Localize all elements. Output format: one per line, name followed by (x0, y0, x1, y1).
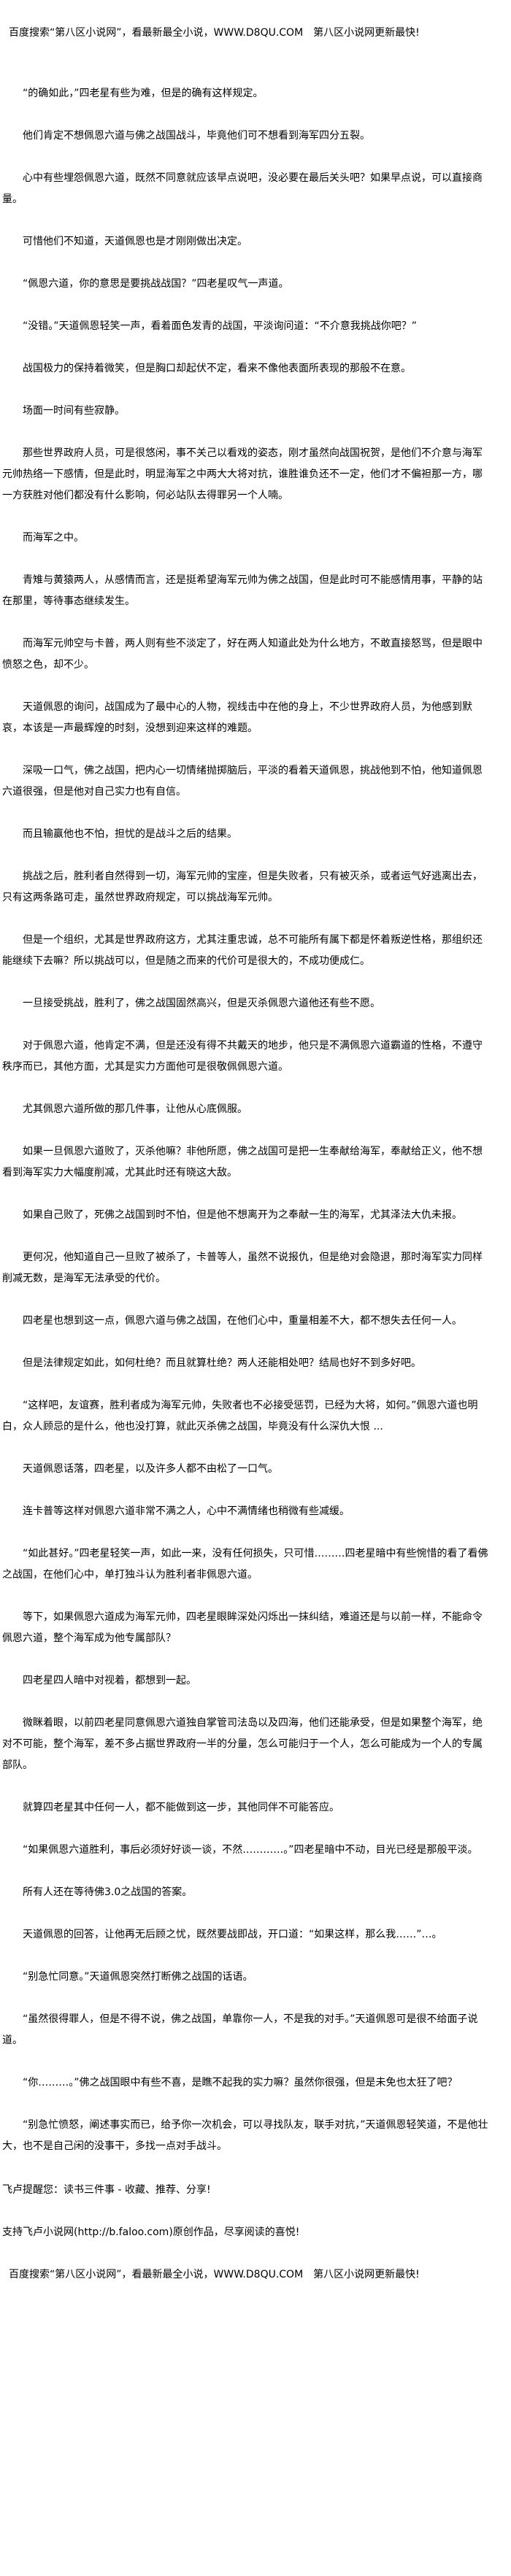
paragraph: 场面一时间有些寂静。 (23, 405, 125, 417)
paragraph: 但是一个组织，尤其是世界政府这方，尤其注重忠诚，总不可能所有属下都是怀着叛逆性格… (2, 934, 483, 967)
paragraph: 如果一旦佩恩六道败了，灭杀他嘛？非他所愿，佛之战国可是把一生奉献给海军，奉献给正… (2, 1146, 483, 1179)
paragraph: 所有人还在等待佛3.0之战国的答案。 (23, 1886, 193, 1898)
paragraph: 一旦接受挑战，胜利了，佛之战国固然高兴，但是灭杀佩恩六道他还有些不愿。 (23, 998, 380, 1009)
paragraph: 他们肯定不想佩恩六道与佛之战国战斗，毕竟他们可不想看到海军四分五裂。 (23, 130, 370, 142)
paragraph: 天道佩恩话落，四老星，以及许多人都不由松了一口气。 (23, 1463, 278, 1475)
paragraph: 心中有些埋怨佩恩六道，既然不同意就应该早点说吧，没必要在最后关头吧？如果早点说，… (2, 172, 483, 205)
paragraph: 连卡普等这样对佩恩六道非常不满之人，心中不满情绪也稍微有些减缓。 (23, 1505, 350, 1517)
paragraph: 更何况，他知道自己一旦败了被杀了，卡普等人，虽然不说报仇，但是绝对会隐退，那时海… (2, 1252, 483, 1284)
paragraph: 而海军元帅空与卡普，两人则有些不淡定了，好在两人知道此处为什么地方，不敢直接怒骂… (2, 638, 483, 671)
chapter-page: 百度搜索“第八区小说网”，看最新最全小说，WWW.D8QU.COM 第八区小说网… (2, 27, 488, 2280)
paragraph: 青雉与黄猿两人，从感情而言，还是挺希望海军元帅为佛之战国，但是此时可不能感情用事… (2, 574, 483, 607)
paragraph: 深吸一口气，佛之战国，把内心一切情绪抛掷脑后，平淡的看着天道佩恩，挑战他到不怕，… (2, 765, 483, 798)
paragraph: “虽然很得罪人，但是不得不说，佛之战国，单靠你一人，不是我的对手。”天道佩恩可是… (2, 2013, 478, 2046)
paragraph: 那些世界政府人员，可是很悠闲，事不关己以看戏的姿态，刚才虽然向战国祝贺，是他们不… (2, 447, 483, 501)
paragraph: 可惜他们不知道，天道佩恩也是才刚刚做出决定。 (23, 236, 247, 247)
paragraph: “如果佩恩六道胜利，事后必须好好谈一谈，不然…………。”四老星暗中不动，目光已经… (23, 1844, 478, 1856)
paragraph: “的确如此，”四老星有些为难，但是的确有这样规定。 (23, 88, 264, 99)
paragraph: 但是法律规定如此，如何杜绝？而且就算杜绝？两人还能相处吧？结局也好不到多好吧。 (23, 1357, 421, 1369)
paragraph: 挑战之后，胜利者自然得到一切，海军元帅的宝座，但是失败者，只有被灭杀，或者运气好… (2, 871, 483, 903)
paragraph: “这样吧，友谊赛，胜利者成为海军元帅，失败者也不必接受惩罚，已经为大将，如何。”… (2, 1400, 478, 1432)
paragraph: 天道佩恩的询问，战国成为了最中心的人物，视线击中在他的身上，不少世界政府人员，为… (2, 701, 472, 734)
footer-support: 支持飞卢小说网(http://b.faloo.com)原创作品，尽享阅读的喜悦! (2, 2226, 300, 2238)
paragraph: “没错。”天道佩恩轻笑一声，看着面色发青的战国，平淡询问道：“不介意我挑战你吧？… (23, 320, 418, 332)
paragraph: “佩恩六道，你的意思是要挑战战国？”四老星叹气一声道。 (23, 278, 289, 290)
paragraph: “你………。”佛之战国眼中有些不喜，是瞧不起我的实力嘛？虽然你很强，但是未免也太… (23, 2077, 458, 2089)
paragraph: 天道佩恩的回答，让他再无后顾之忧，既然要战即战，开口道：“如果这样，那么我……”… (23, 1929, 442, 1940)
paragraph: 而且输赢他也不怕，担忧的是战斗之后的结果。 (23, 828, 237, 840)
site-banner-bottom: 百度搜索“第八区小说网”，看最新最全小说，WWW.D8QU.COM 第八区小说网… (9, 2269, 420, 2280)
paragraph: “别急忙愤怒，阐述事实而已，给予你一次机会，可以寻找队友，联手对抗，”天道佩恩轻… (2, 2119, 488, 2152)
paragraph: 微眯着眼，以前四老星同意佩恩六道独自掌管司法岛以及四海，他们还能承受，但是如果整… (2, 1717, 483, 1771)
paragraph: 等下，如果佩恩六道成为海军元帅，四老星眼眸深处闪烁出一抹纠结，难道还是与以前一样… (2, 1611, 483, 1644)
paragraph: 就算四老星其中任何一人，都不能做到这一步，其他同伴不可能答应。 (23, 1802, 339, 1813)
site-banner-top: 百度搜索“第八区小说网”，看最新最全小说，WWW.D8QU.COM 第八区小说网… (9, 27, 420, 39)
paragraph: “如此甚好。”四老星轻笑一声，如此一来，没有任何损失，只可惜………四老星暗中有些… (2, 1548, 488, 1581)
footer-reminder: 飞卢提醒您：读书三件事 - 收藏、推荐、分享! (2, 2184, 211, 2196)
paragraph: 对于佩恩六道，他肯定不满，但是还没有得不共戴天的地步，他只是不满佩恩六道霸道的性… (2, 1040, 483, 1073)
paragraph: 而海军之中。 (23, 532, 84, 544)
paragraph: 战国极力的保持着微笑，但是胸口却起伏不定，看来不像他表面所表现的那般不在意。 (23, 363, 411, 374)
paragraph: “别急忙同意。”天道佩恩突然打断佛之战国的话语。 (23, 1971, 253, 1983)
paragraph: 四老星也想到这一点，佩恩六道与佛之战国，在他们心中，重量相差不大，都不想失去任何… (23, 1315, 462, 1327)
paragraph: 尤其佩恩六道所做的那几件事，让他从心底佩服。 (23, 1103, 247, 1115)
chapter-body: “的确如此，”四老星有些为难，但是的确有这样规定。他们肯定不想佩恩六道与佛之战国… (2, 83, 488, 2157)
paragraph: 如果自己败了，死佛之战国到时不怕，但是他不想离开为之奉献一生的海军，尤其泽法大仇… (23, 1209, 462, 1221)
paragraph: 四老星四人暗中对视着，都想到一起。 (23, 1675, 196, 1686)
